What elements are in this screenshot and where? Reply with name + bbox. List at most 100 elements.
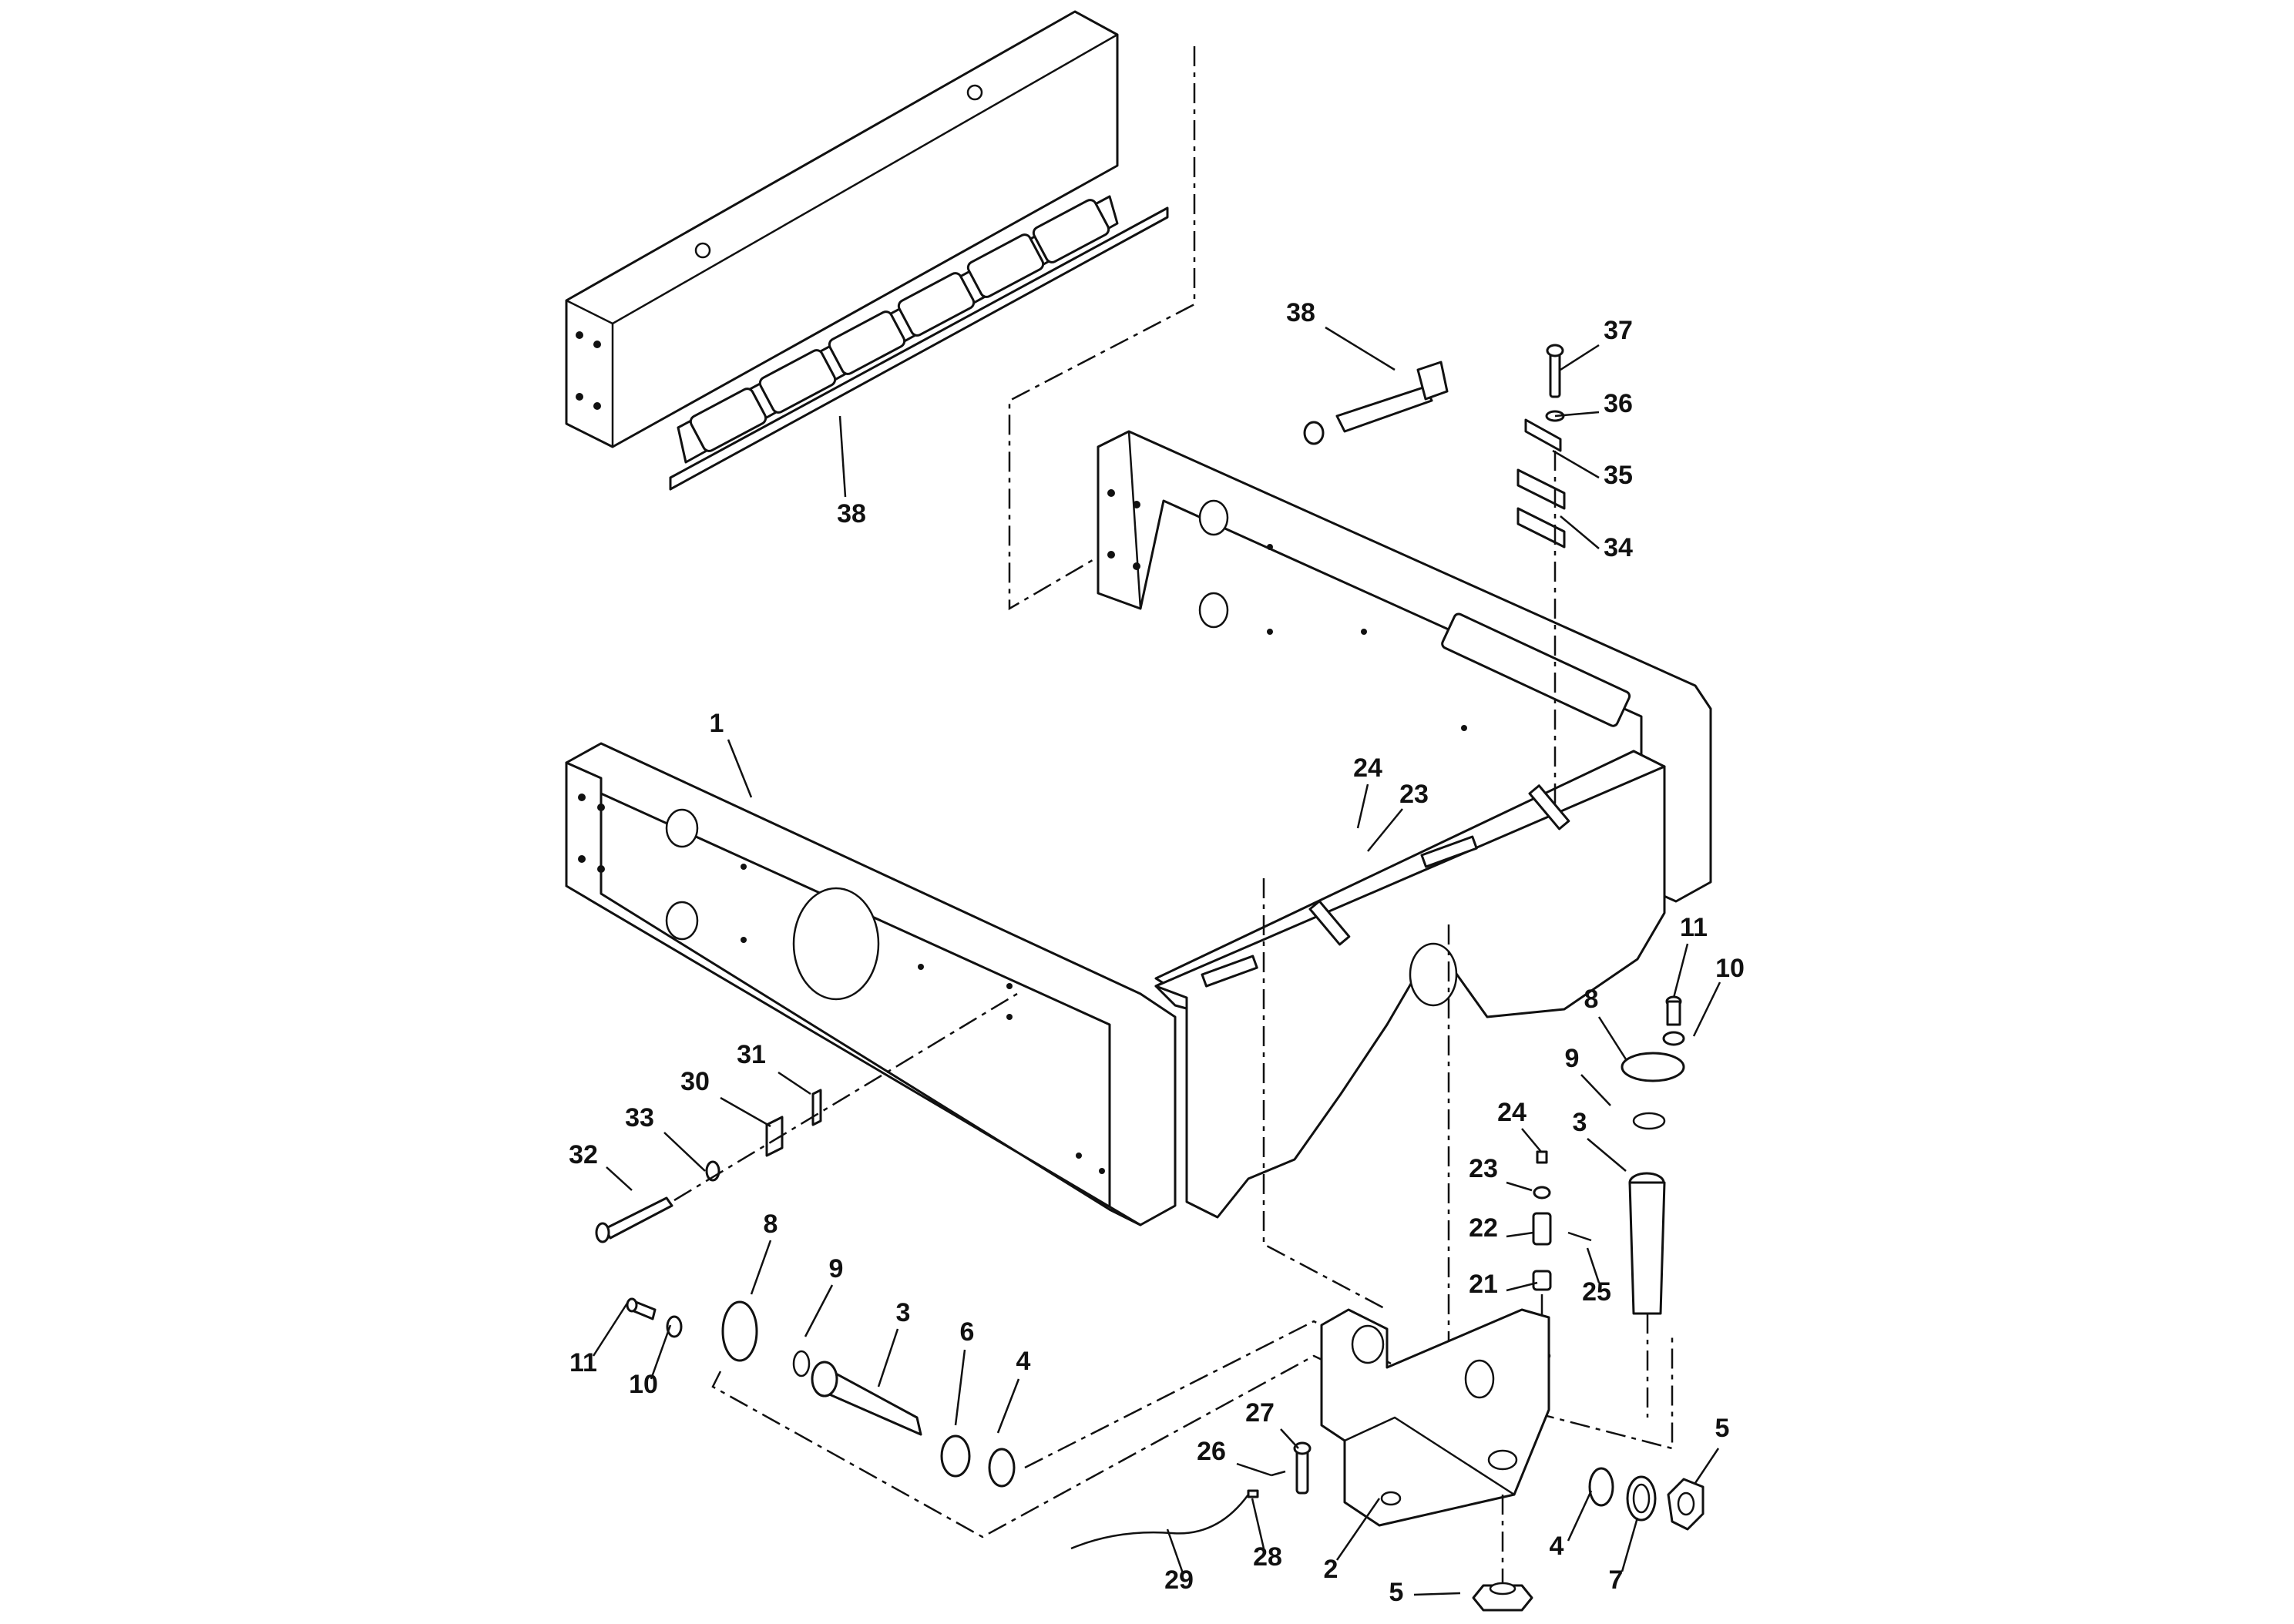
callout-leader	[838, 415, 847, 498]
callout-c-33: 33	[625, 1103, 706, 1172]
callout-c-6: 6	[954, 1317, 974, 1426]
hitch-bracket	[1320, 1308, 1550, 1583]
callout-leader	[1580, 1074, 1611, 1106]
callout-number: 24	[1497, 1098, 1527, 1127]
callout-c-24-top: 24	[1353, 753, 1382, 829]
callout-number: 21	[1469, 1270, 1498, 1299]
callout-leader	[1236, 1462, 1272, 1477]
callout-leader	[1413, 1592, 1461, 1596]
callout-leader	[1506, 1181, 1533, 1192]
callout-number: 23	[1399, 780, 1429, 809]
callout-leader	[1506, 1231, 1534, 1238]
callout-number: 26	[1197, 1437, 1226, 1466]
callout-number: 27	[1245, 1398, 1275, 1428]
right-pivot-pin-assembly	[1621, 995, 1685, 1418]
callout-leader	[1586, 1247, 1600, 1283]
callout-leader	[592, 1301, 630, 1357]
callout-leader	[1166, 1528, 1184, 1574]
callout-number: 24	[1353, 753, 1382, 783]
callout-c-38-bolt: 38	[1286, 298, 1396, 371]
callout-c-35: 35	[1552, 449, 1633, 490]
callout-c-1: 1	[710, 709, 753, 798]
callout-leader	[1552, 449, 1600, 479]
callout-number: 23	[1469, 1154, 1498, 1183]
callout-leader	[778, 1071, 811, 1096]
callout-number: 4	[1016, 1347, 1031, 1376]
callout-number: 38	[837, 499, 866, 528]
callout-leader	[720, 1096, 771, 1128]
callout-c-4-left: 4	[996, 1347, 1031, 1434]
callout-c-10-right: 10	[1692, 954, 1745, 1037]
callout-number: 25	[1582, 1277, 1611, 1307]
callout-leader	[1506, 1281, 1538, 1292]
callout-number: 7	[1609, 1565, 1624, 1595]
right-end-hardware	[1588, 1467, 1705, 1531]
callout-c-36: 36	[1554, 389, 1633, 418]
callout-leader	[1587, 1138, 1627, 1172]
callout-number: 11	[1680, 913, 1708, 942]
callout-c-24-mid: 24	[1497, 1098, 1542, 1153]
alignment-line-vertical-left	[1262, 878, 1388, 1311]
callout-number: 38	[1286, 298, 1315, 327]
callout-leader	[750, 1240, 772, 1295]
callout-leader	[1251, 1498, 1265, 1549]
callout-leader	[1356, 783, 1369, 829]
callout-leader	[1621, 1517, 1639, 1572]
callout-number: 31	[737, 1040, 766, 1069]
callout-number: 2	[1324, 1555, 1338, 1584]
callout-leader	[1560, 515, 1600, 549]
callout-number: 30	[680, 1067, 710, 1096]
callout-c-8-left: 8	[750, 1210, 778, 1295]
callout-c-9-left: 9	[804, 1254, 844, 1337]
callout-number: 9	[1565, 1044, 1580, 1073]
left-pivot-pin-assembly	[626, 1297, 1016, 1488]
front-side-plate	[565, 742, 1177, 1226]
callout-c-29: 29	[1164, 1528, 1194, 1595]
callout-c-22: 22	[1469, 1213, 1534, 1243]
callout-leader	[1560, 344, 1600, 371]
callout-c-8-right: 8	[1584, 985, 1627, 1060]
callout-number: 5	[1715, 1414, 1730, 1443]
weight-strip	[669, 195, 1169, 491]
callout-c-25: 25	[1582, 1247, 1611, 1307]
callout-leader	[727, 739, 753, 798]
callout-leader	[1672, 943, 1689, 998]
callout-c-7: 7	[1609, 1517, 1639, 1595]
callout-c-5-bottom: 5	[1389, 1578, 1461, 1607]
callout-leader	[1597, 1016, 1627, 1060]
callout-leader	[1367, 808, 1403, 852]
callout-c-32: 32	[569, 1140, 633, 1191]
alignment-line-top	[1008, 46, 1196, 611]
callout-number: 11	[569, 1348, 597, 1377]
callout-c-11-left: 11	[569, 1301, 630, 1377]
callout-number: 32	[569, 1140, 598, 1169]
lock-pin-assembly	[1070, 1441, 1312, 1550]
counterweight-block-top	[565, 10, 1119, 448]
callout-number: 3	[1573, 1108, 1587, 1137]
callout-number: 9	[829, 1254, 844, 1283]
callout-number: 33	[625, 1103, 654, 1132]
callout-c-31: 31	[737, 1040, 811, 1096]
callout-number: 8	[764, 1210, 778, 1239]
callout-c-26: 26	[1197, 1437, 1272, 1477]
callout-c-5-right: 5	[1694, 1414, 1730, 1484]
callout-c-10-left: 10	[629, 1324, 672, 1399]
callout-number: 1	[710, 709, 724, 738]
callout-number: 28	[1253, 1542, 1282, 1572]
alignment-line-vertical-right	[1447, 924, 1674, 1450]
callout-c-23-top: 23	[1367, 780, 1429, 852]
callout-c-11-right: 11	[1672, 913, 1708, 998]
callout-c-23-mid: 23	[1469, 1154, 1533, 1192]
callout-number: 34	[1604, 533, 1633, 562]
callout-leader	[1694, 1448, 1720, 1484]
callout-c-9-right: 9	[1565, 1044, 1611, 1106]
callout-number: 5	[1389, 1578, 1404, 1607]
callout-leader	[1335, 1498, 1381, 1561]
callout-c-4-right: 4	[1550, 1490, 1593, 1561]
callout-leader	[1692, 981, 1721, 1037]
callout-leader	[1567, 1490, 1593, 1542]
callout-number: 10	[629, 1370, 658, 1399]
callout-c-21: 21	[1469, 1270, 1538, 1299]
